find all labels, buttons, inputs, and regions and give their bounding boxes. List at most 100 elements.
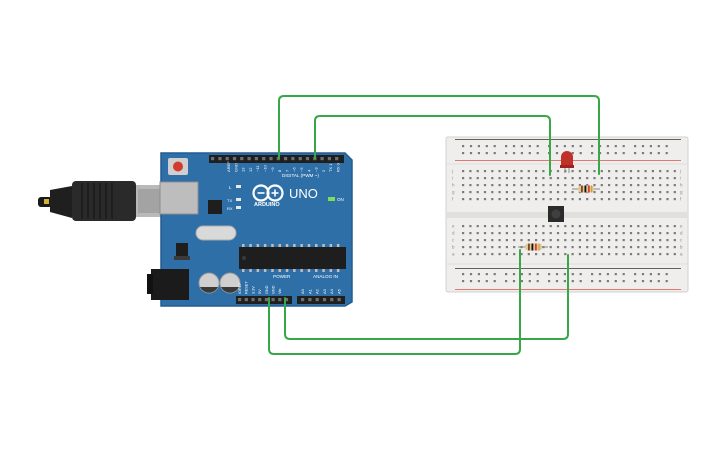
breadboard-hole[interactable] <box>615 246 618 249</box>
breadboard-hole[interactable] <box>651 177 654 180</box>
breadboard-hole[interactable] <box>600 177 603 180</box>
breadboard-hole[interactable] <box>629 170 633 173</box>
breadboard-hole[interactable] <box>649 145 652 148</box>
breadboard-hole[interactable] <box>600 170 603 173</box>
breadboard-hole[interactable] <box>578 232 581 235</box>
header-pin-hole[interactable] <box>298 157 302 161</box>
breadboard-hole[interactable] <box>535 191 538 194</box>
breadboard-hole[interactable] <box>485 145 488 148</box>
breadboard-hole[interactable] <box>564 184 567 187</box>
breadboard-hole[interactable] <box>629 253 633 256</box>
breadboard-hole[interactable] <box>520 253 523 256</box>
breadboard-hole[interactable] <box>622 145 625 148</box>
breadboard-hole[interactable] <box>593 246 596 249</box>
breadboard-hole[interactable] <box>483 170 487 173</box>
breadboard-hole[interactable] <box>535 253 538 256</box>
breadboard-hole[interactable] <box>520 145 523 148</box>
breadboard-hole[interactable] <box>629 177 633 180</box>
breadboard-hole[interactable] <box>469 198 472 201</box>
breadboard-hole[interactable] <box>520 191 523 194</box>
breadboard-hole[interactable] <box>476 170 479 173</box>
breadboard-hole[interactable] <box>462 152 465 155</box>
breadboard-hole[interactable] <box>469 225 472 228</box>
power-header-pins[interactable] <box>238 298 289 302</box>
breadboard-hole[interactable] <box>637 170 640 173</box>
breadboard-hole[interactable] <box>644 225 647 228</box>
breadboard-hole[interactable] <box>513 239 516 242</box>
breadboard-hole[interactable] <box>556 184 560 187</box>
breadboard-hole[interactable] <box>469 170 472 173</box>
breadboard-hole[interactable] <box>657 145 660 148</box>
breadboard-hole[interactable] <box>462 191 465 194</box>
breadboard-hole[interactable] <box>622 225 625 228</box>
breadboard-hole[interactable] <box>483 246 487 249</box>
breadboard-hole[interactable] <box>593 177 596 180</box>
breadboard-hole[interactable] <box>462 253 465 256</box>
breadboard-hole[interactable] <box>600 191 603 194</box>
breadboard-hole[interactable] <box>571 232 574 235</box>
breadboard-hole[interactable] <box>622 253 625 256</box>
breadboard-hole[interactable] <box>622 191 625 194</box>
breadboard-hole[interactable] <box>622 177 625 180</box>
breadboard-hole[interactable] <box>498 232 501 235</box>
breadboard-hole[interactable] <box>644 191 647 194</box>
breadboard-hole[interactable] <box>513 225 516 228</box>
header-pin-hole[interactable] <box>244 298 248 302</box>
breadboard-hole[interactable] <box>520 184 523 187</box>
breadboard-hole[interactable] <box>644 253 647 256</box>
header-pin-hole[interactable] <box>240 157 244 161</box>
breadboard-hole[interactable] <box>622 184 625 187</box>
header-pin-hole[interactable] <box>308 298 312 302</box>
breadboard-hole[interactable] <box>483 184 487 187</box>
breadboard-hole[interactable] <box>485 152 488 155</box>
breadboard-hole[interactable] <box>614 152 617 155</box>
breadboard-hole[interactable] <box>586 232 589 235</box>
breadboard-hole[interactable] <box>622 239 625 242</box>
breadboard-hole[interactable] <box>649 273 652 276</box>
breadboard-hole[interactable] <box>665 273 668 276</box>
breadboard-hole[interactable] <box>593 170 596 173</box>
breadboard-hole[interactable] <box>637 177 640 180</box>
breadboard-hole[interactable] <box>491 225 494 228</box>
breadboard-hole[interactable] <box>542 184 545 187</box>
breadboard-hole[interactable] <box>563 145 566 148</box>
breadboard-hole[interactable] <box>637 232 640 235</box>
breadboard-hole[interactable] <box>498 184 501 187</box>
breadboard-hole[interactable] <box>571 198 574 201</box>
breadboard-hole[interactable] <box>659 198 662 201</box>
breadboard-hole[interactable] <box>591 145 594 148</box>
breadboard-hole[interactable] <box>505 170 508 173</box>
breadboard-hole[interactable] <box>644 170 647 173</box>
breadboard-hole[interactable] <box>491 232 494 235</box>
breadboard-hole[interactable] <box>462 225 465 228</box>
breadboard-hole[interactable] <box>498 177 501 180</box>
breadboard-hole[interactable] <box>527 170 530 173</box>
breadboard-hole[interactable] <box>571 170 574 173</box>
header-pin-hole[interactable] <box>254 157 258 161</box>
breadboard-hole[interactable] <box>644 239 647 242</box>
breadboard-hole[interactable] <box>513 246 516 249</box>
breadboard-hole[interactable] <box>615 184 618 187</box>
breadboard-hole[interactable] <box>476 198 479 201</box>
breadboard-hole[interactable] <box>673 177 676 180</box>
breadboard-hole[interactable] <box>505 239 508 242</box>
breadboard-hole[interactable] <box>666 198 669 201</box>
breadboard-hole[interactable] <box>578 225 581 228</box>
breadboard-hole[interactable] <box>491 177 494 180</box>
breadboard-hole[interactable] <box>462 232 465 235</box>
breadboard-hole[interactable] <box>615 177 618 180</box>
breadboard-hole[interactable] <box>622 273 625 276</box>
breadboard-hole[interactable] <box>549 232 552 235</box>
breadboard-hole[interactable] <box>556 170 560 173</box>
breadboard-hole[interactable] <box>651 170 654 173</box>
breadboard-hole[interactable] <box>651 191 654 194</box>
breadboard-hole[interactable] <box>641 273 645 276</box>
breadboard-hole[interactable] <box>666 191 669 194</box>
breadboard-hole[interactable] <box>505 280 508 283</box>
breadboard-hole[interactable] <box>637 225 640 228</box>
breadboard-hole[interactable] <box>571 273 574 276</box>
breadboard-hole[interactable] <box>491 246 494 249</box>
breadboard-hole[interactable] <box>634 152 637 155</box>
